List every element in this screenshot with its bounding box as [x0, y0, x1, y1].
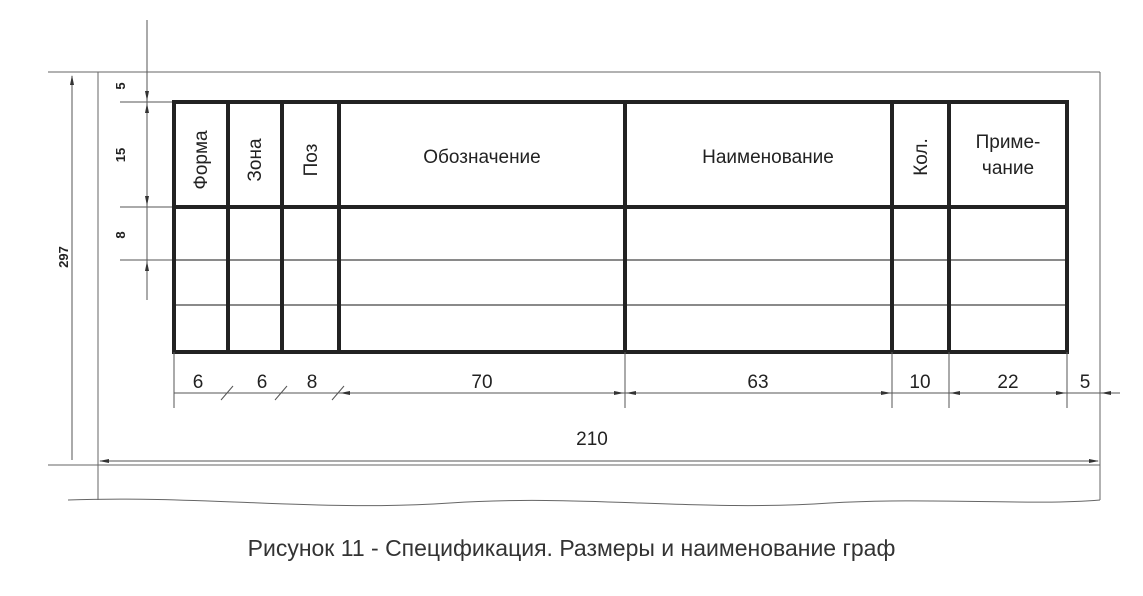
height-dimension-label: 297 [56, 246, 71, 268]
dim-kol: 10 [909, 372, 930, 393]
row-dimension-line [120, 20, 172, 300]
header-primechanie-line1: Приме- [976, 132, 1041, 153]
sheet-outline [48, 71, 1101, 507]
header-kol: Кол. [911, 138, 932, 176]
top-margin-dim: 5 [113, 82, 128, 89]
header-forma: Форма [191, 130, 212, 190]
row-height-dim: 8 [113, 231, 128, 238]
dim-naimenovanie: 63 [747, 372, 768, 393]
width-dimension-label: 210 [576, 429, 608, 450]
header-naimenovanie: Наименование [702, 147, 834, 168]
header-zona: Зона [245, 138, 266, 182]
dim-primechanie: 22 [997, 372, 1018, 393]
spec-table [172, 100, 1069, 354]
dim-zona: 6 [257, 372, 268, 393]
header-oboznachenie: Обозначение [423, 147, 541, 168]
column-dimension-line [173, 352, 1120, 408]
table-thin-lines [174, 259, 1067, 306]
dim-oboznachenie: 70 [471, 372, 492, 393]
header-primechanie-line2: чание [982, 158, 1034, 179]
table-thick-lines [172, 100, 1069, 354]
dim-poz: 8 [307, 372, 318, 393]
figure-caption: Рисунок 11 - Спецификация. Размеры и наи… [247, 535, 896, 561]
dim-forma: 6 [193, 372, 204, 393]
header-poz: Поз [301, 144, 322, 177]
header-height-dim: 15 [113, 148, 128, 162]
dim-right-margin: 5 [1080, 372, 1091, 393]
